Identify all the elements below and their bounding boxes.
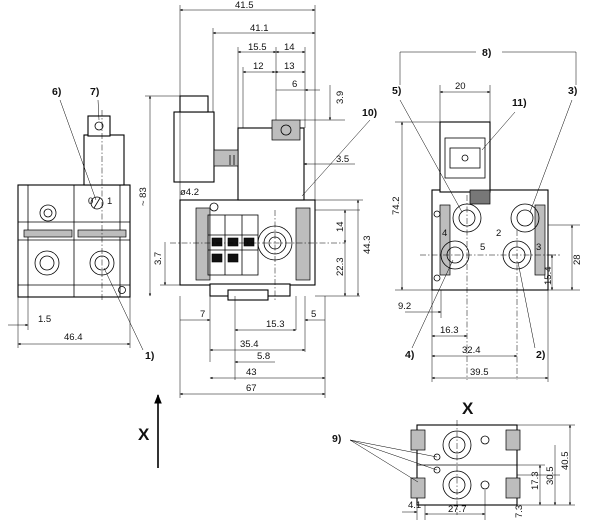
port-5-label: 5	[480, 242, 485, 253]
left-view-dimensions: 1.5 46.4	[8, 297, 131, 348]
port-2-label: 2	[496, 228, 501, 239]
callout-11: 11)	[512, 97, 527, 109]
dim-43: 43	[246, 367, 257, 378]
dim-12: 12	[253, 61, 264, 72]
dim-approx-83: ~ 83	[138, 187, 149, 206]
bottom-view-dimensions: 4.1 27.7 7.3 17.3 30.5 40.5	[402, 424, 575, 520]
dim-35-4: 35.4	[240, 339, 259, 350]
view-label-bottom: X	[462, 399, 474, 418]
dim-3-5: 3.5	[336, 154, 349, 165]
dim-27-7: 27.7	[448, 504, 467, 515]
dim-17-3: 17.3	[530, 472, 541, 491]
dim-16-3: 16.3	[440, 325, 459, 336]
side-view-dimensions: 41.5 41.1 15.5 14 12 13 6 3.9 3.5 ø4.2 ~…	[138, 0, 373, 398]
dim-14: 14	[284, 42, 295, 53]
dim-46-4: 46.4	[64, 332, 83, 343]
dim-74-2: 74.2	[391, 197, 402, 216]
callout-1: 1)	[145, 350, 154, 362]
dim-30-5: 30.5	[545, 467, 556, 486]
dim-40-5: 40.5	[560, 452, 571, 471]
callout-3: 3)	[568, 85, 577, 97]
callout-2: 2)	[536, 349, 545, 361]
dim-67: 67	[246, 383, 257, 394]
side-view	[170, 95, 345, 301]
dim-14-b: 14	[335, 221, 346, 232]
callout-6: 6)	[52, 86, 61, 98]
view-label-left: X	[138, 425, 150, 444]
dim-7-3: 7.3	[514, 505, 525, 518]
callout-8: 8)	[482, 47, 491, 59]
dim-5: 5	[311, 309, 316, 320]
callout-9: 9)	[332, 433, 341, 445]
dim-4-1: 4.1	[408, 500, 421, 511]
right-view-dimensions: 20 74.2 28 15.4 9.2 16.3 32.4 39.5	[391, 81, 583, 382]
dim-44-3: 44.3	[362, 236, 373, 255]
callout-5: 5)	[392, 85, 401, 97]
dim-15-5: 15.5	[248, 42, 267, 53]
dim-41-5: 41.5	[235, 0, 254, 11]
left-front-view: 0 1	[17, 110, 131, 300]
port-3-label: 3	[536, 242, 541, 253]
callout-10: 10)	[362, 107, 377, 119]
dim-5-8: 5.8	[257, 351, 270, 362]
callout-4: 4)	[405, 349, 414, 361]
dim-15-4: 15.4	[543, 267, 554, 286]
dim-3-7: 3.7	[153, 252, 164, 265]
right-end-view: 4 2 5 3	[420, 121, 560, 380]
dim-6: 6	[292, 79, 297, 90]
bottom-view-x	[410, 420, 521, 515]
port-4-label: 4	[442, 228, 447, 239]
dim-22-3: 22.3	[335, 258, 346, 277]
svg-text:0: 0	[88, 196, 93, 207]
dim-39-5: 39.5	[470, 367, 489, 378]
svg-text:1: 1	[107, 196, 112, 207]
dim-13: 13	[284, 61, 295, 72]
dim-41-1: 41.1	[250, 23, 269, 34]
callout-7: 7)	[90, 86, 99, 98]
dim-1-5: 1.5	[38, 314, 51, 325]
dim-7: 7	[200, 309, 205, 320]
dim-28: 28	[572, 254, 583, 265]
dim-32-4: 32.4	[462, 345, 481, 356]
dim-20: 20	[455, 81, 466, 92]
view-direction-arrow: X X	[138, 394, 474, 468]
dim-3-9: 3.9	[335, 91, 346, 104]
dim-15-3: 15.3	[266, 319, 285, 330]
callouts: 1) 2) 3) 4) 5) 6) 7) 8) 9) 10) 11)	[52, 47, 577, 483]
dim-9-2: 9.2	[398, 301, 411, 312]
dim-dia-4-2: ø4.2	[180, 187, 199, 198]
